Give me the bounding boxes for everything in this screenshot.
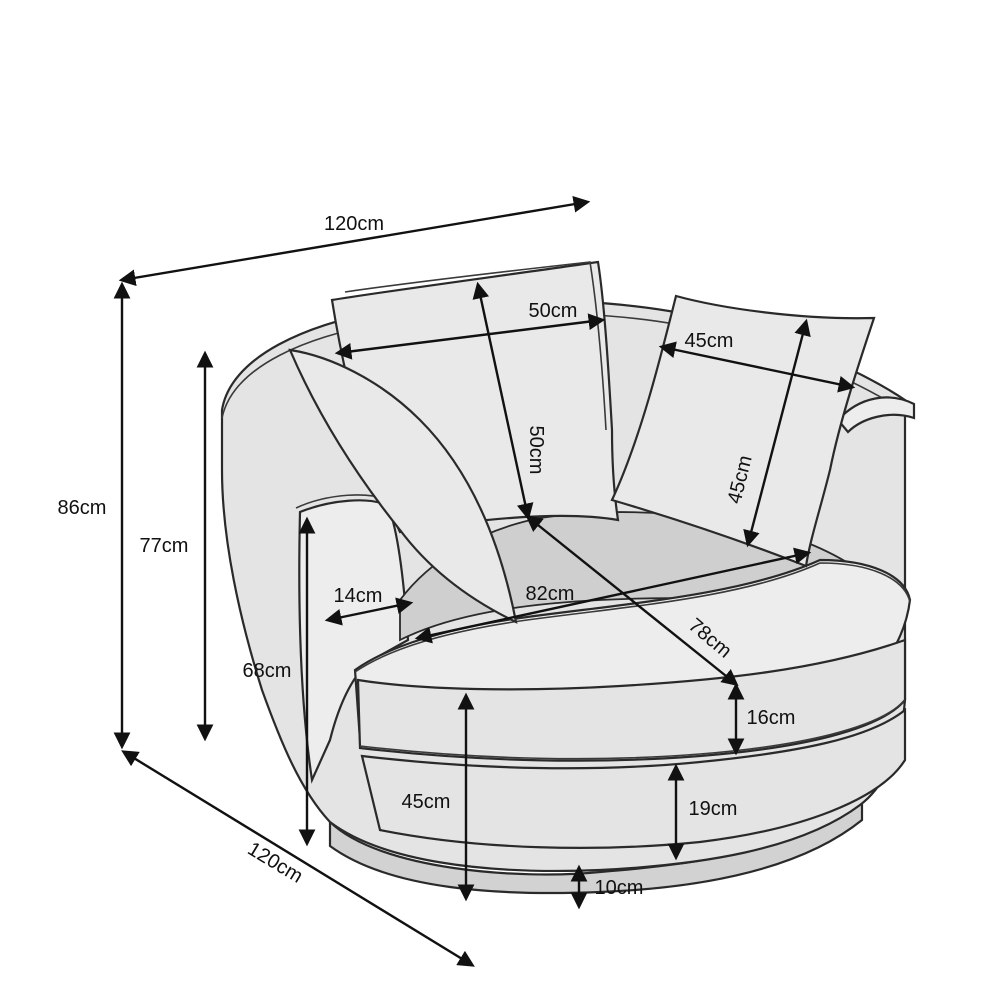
label-back-height: 77cm	[140, 535, 189, 557]
label-overall-height: 86cm	[58, 497, 107, 519]
overall-width-arrow	[118, 195, 591, 287]
label-overall-width: 120cm	[324, 213, 384, 235]
lower-drum-band	[360, 707, 907, 849]
overall-depth-arrow	[121, 750, 475, 967]
label-base-height: 19cm	[689, 798, 738, 820]
side-pillow-height-arrow	[743, 318, 811, 548]
dimension-lines	[113, 195, 856, 967]
label-arm-width: 14cm	[334, 585, 383, 607]
label-seat-height: 45cm	[402, 791, 451, 813]
label-back-pillow-height: 50cm	[525, 426, 547, 475]
label-back-pillow-width: 50cm	[529, 300, 578, 322]
right-arm-top	[836, 396, 916, 434]
label-side-pillow-width: 45cm	[685, 330, 734, 352]
chair-plinth	[328, 793, 864, 895]
label-cushion-thickness: 16cm	[747, 707, 796, 729]
seat-cushion-front	[356, 638, 907, 762]
swivel-chair-illustration	[220, 260, 916, 895]
arm-width-arrow	[324, 597, 414, 626]
label-seat-width: 82cm	[526, 583, 575, 605]
label-arm-height: 68cm	[243, 660, 292, 682]
back-pillow-width-arrow	[334, 313, 606, 360]
seat-depth-arrow	[525, 514, 739, 687]
back-pillow-height-arrow	[472, 281, 534, 521]
label-foot-height: 10cm	[595, 877, 644, 899]
